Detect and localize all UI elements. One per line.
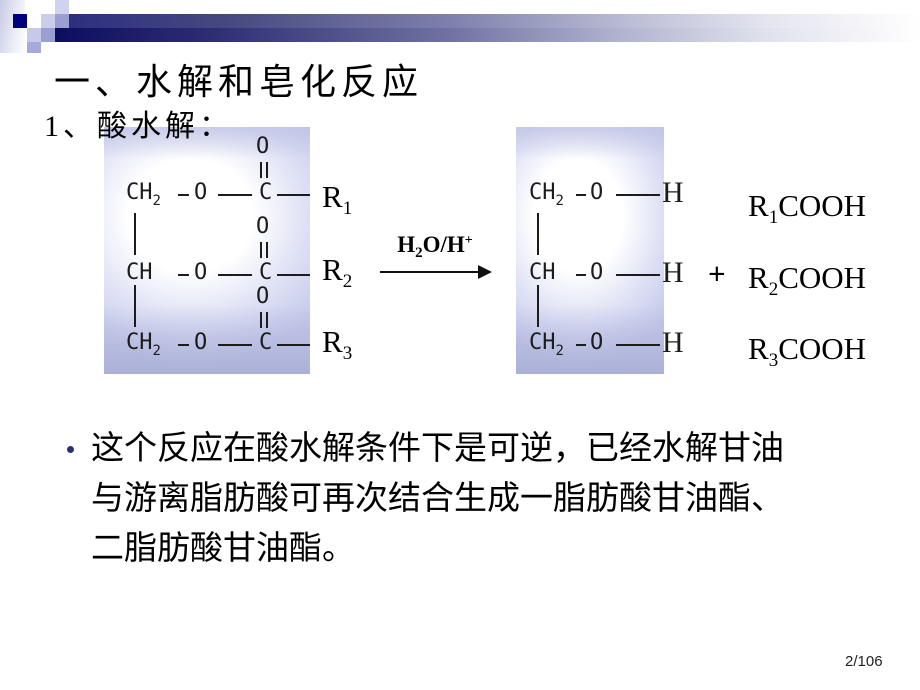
single-bond [134,285,136,327]
bullet-line: 与游离脂肪酸可再次结合生成一脂肪酸甘油酯、 [91,481,784,517]
atom-o: O [194,260,208,285]
single-bond [218,344,252,346]
reaction-arrow-head [478,265,492,279]
plus-sign: + [708,256,726,291]
structure-row: CH O H [516,258,684,289]
atom-ch: CH [126,260,153,285]
single-bond [576,344,586,346]
atom-ch2: CH2 [126,180,161,210]
structure-row: CH O C [104,261,310,289]
atom-o: O [194,180,208,205]
decoration-square [55,14,69,28]
single-bond [277,194,310,196]
triglyceride-structure-image: CH2 O C CH O C CH2 O C O [104,127,310,374]
atom-o: O [590,260,604,285]
single-bond [277,344,310,346]
atom-ch2: CH2 [126,330,161,360]
structure-row: CH2 O H [516,178,684,210]
decoration-square [41,28,55,42]
atom-h: H [662,256,684,289]
atom-h: H [662,326,684,359]
fatty-acid-r3cooh: R3COOH [748,331,867,371]
double-bond [260,312,262,328]
atom-o: O [590,180,604,205]
slide-title: 一、水解和皂化反应 [54,62,424,102]
carbonyl-group: O [256,215,272,263]
bullet-line: 这个反应在酸水解条件下是可逆，已经水解甘油 [91,431,784,467]
atom-o: O [590,330,604,355]
structure-row: CH2 O H [516,328,684,360]
decoration-square [27,28,41,42]
r2-label: R2 [322,252,353,292]
single-bond [134,213,136,255]
single-bond [218,274,252,276]
decoration-square [41,14,55,28]
single-bond [178,344,189,346]
reaction-condition-label: H2O/H+ [397,232,473,261]
atom-ch: CH [529,260,556,285]
r3-label: R3 [322,324,353,364]
atom-o: O [256,214,270,239]
atom-ch2: CH2 [529,330,564,360]
glycerol-structure-image: CH2 O H CH O H CH2 O H [516,127,684,374]
bullet-line: 二脂肪酸甘油酯。 [91,531,355,567]
carbonyl-group: O [256,135,272,183]
carbonyl-group: O [256,285,272,333]
single-bond [218,194,252,196]
double-bond [266,162,268,178]
decoration-square-navy [13,14,27,28]
atom-h: H [662,176,684,209]
bullet-paragraph: 这个反应在酸水解条件下是可逆，已经水解甘油 与游离脂肪酸可再次结合生成一脂肪酸甘… [91,424,891,574]
reaction-arrow-line [380,271,480,273]
bullet-dot [67,446,74,453]
single-bond [576,194,586,196]
double-bond [260,242,262,258]
decoration-square [55,0,69,14]
atom-o: O [194,330,208,355]
r1-label: R1 [322,179,353,219]
atom-c: C [259,180,273,205]
page-number: 2/106 [845,653,883,670]
double-bond [260,162,262,178]
single-bond [277,274,310,276]
single-bond [576,274,586,276]
single-bond [537,285,539,327]
slide-subtitle: 1、酸水解： [44,110,233,143]
header-bar-top [69,14,920,28]
atom-c: C [259,260,273,285]
structure-row: CH2 O C [104,181,310,209]
fatty-acid-r1cooh: R1COOH [748,188,867,228]
atom-o: O [256,284,270,309]
header-bar-bottom [55,28,920,42]
single-bond [178,194,189,196]
structure-row: CH2 O C [104,331,310,359]
atom-o: O [256,134,270,159]
single-bond [616,274,660,276]
double-bond [266,312,268,328]
single-bond [178,274,189,276]
decoration-square [27,42,41,53]
atom-c: C [259,330,273,355]
double-bond [266,242,268,258]
atom-ch2: CH2 [529,180,564,210]
single-bond [616,194,660,196]
single-bond [537,213,539,255]
single-bond [616,344,660,346]
fatty-acid-r2cooh: R2COOH [748,260,867,300]
